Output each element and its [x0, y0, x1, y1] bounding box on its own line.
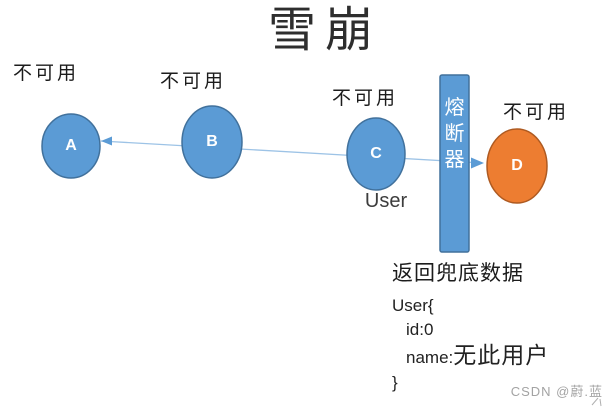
node-d-label: D [511, 157, 523, 174]
code-line-close: } [392, 373, 398, 392]
code-line-id: id:0 [406, 320, 434, 339]
circuit-breaker-label: 熔断器 [444, 97, 465, 171]
node-a-label: A [65, 137, 77, 154]
arrowhead-into-d-icon [471, 157, 484, 169]
watermark-corner-mark [591, 397, 602, 407]
node-b-label: B [206, 133, 218, 150]
code-name-key: name: [406, 348, 454, 367]
unavailable-label-d: 不可用 [503, 102, 570, 123]
code-line-name: name:无此用户 [392, 342, 602, 371]
node-a-circle [41, 113, 101, 179]
node-b-circle [181, 105, 243, 179]
node-c-circle [346, 117, 406, 191]
connector-line [100, 140, 483, 164]
fallback-code-block: User{ id:0 name:无此用户 } [392, 294, 602, 395]
diagram-title: 雪崩 [268, 4, 383, 57]
circuit-breaker-bar [439, 74, 470, 253]
code-line-open: User{ [392, 296, 434, 315]
unavailable-label-c: 不可用 [332, 88, 399, 109]
fallback-heading: 返回兜底数据 [392, 262, 524, 285]
node-d-circle [486, 128, 548, 204]
node-c-label: C [370, 145, 382, 162]
code-name-value: 无此用户 [453, 342, 550, 368]
unavailable-label-a: 不可用 [13, 63, 80, 84]
user-caption: User [364, 190, 408, 212]
unavailable-label-b: 不可用 [160, 71, 227, 92]
csdn-watermark: CSDN @蔚.蓝 [510, 384, 603, 399]
arrowhead-into-a-icon [101, 136, 112, 146]
